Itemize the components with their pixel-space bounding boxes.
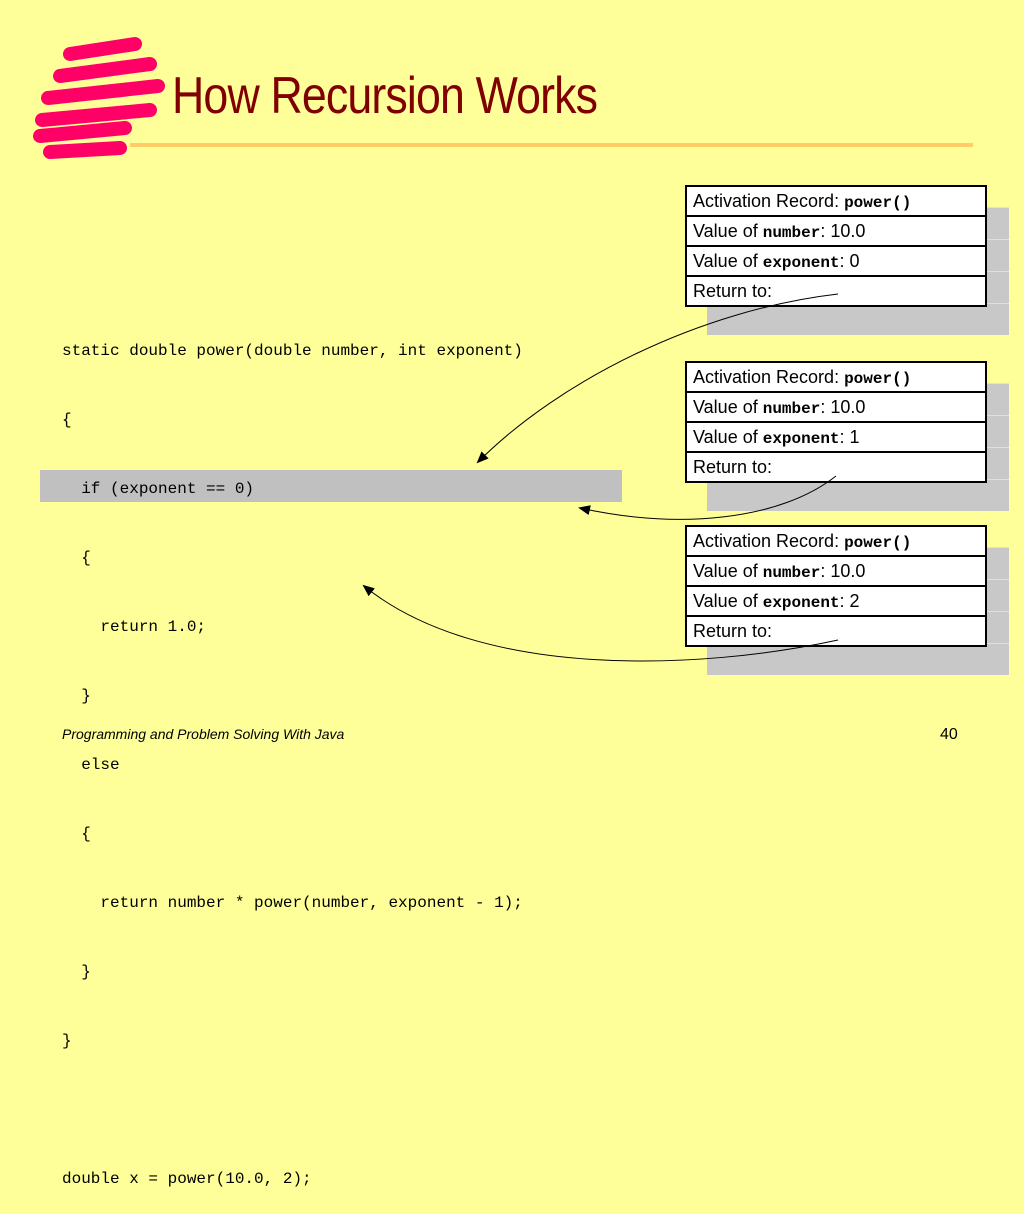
- page-title: How Recursion Works: [172, 67, 598, 125]
- var-name: exponent: [762, 429, 840, 448]
- return-arrows: [362, 293, 839, 662]
- code-line: {: [62, 549, 91, 567]
- scribble-logo-icon: [33, 37, 165, 159]
- return-arrow-2: [362, 584, 839, 662]
- var-name: number: [762, 399, 821, 418]
- ar-number-row: Value of number: 10.0: [685, 555, 987, 587]
- ar-exponent-row: Value of exponent: 0: [685, 245, 987, 277]
- activation-record-exponent-2: Activation Record: power() Value of numb…: [685, 525, 1009, 675]
- return-arrow-0: [476, 293, 839, 464]
- ar-header: Activation Record: power(): [685, 525, 987, 557]
- function-name: power(): [844, 369, 912, 388]
- code-line: }: [62, 963, 91, 981]
- ar-return-row: Return to:: [685, 451, 987, 483]
- activation-record-exponent-1: Activation Record: power() Value of numb…: [685, 361, 1009, 511]
- var-name: exponent: [762, 253, 840, 272]
- function-name: power(): [844, 533, 912, 552]
- ar-number-row: Value of number: 10.0: [685, 391, 987, 423]
- ar-header: Activation Record: power(): [685, 361, 987, 393]
- code-line: static double power(double number, int e…: [62, 342, 523, 360]
- code-line: {: [62, 825, 91, 843]
- var-name: exponent: [762, 593, 840, 612]
- function-name: power(): [844, 193, 912, 212]
- code-line: [62, 1099, 523, 1122]
- activation-record-exponent-0: Activation Record: power() Value of numb…: [685, 185, 1009, 335]
- highlighted-line-background: [40, 470, 622, 502]
- code-line-highlighted: return number * power(number, exponent -…: [62, 894, 523, 912]
- activation-record-table: Activation Record: power() Value of numb…: [685, 361, 987, 483]
- code-line: }: [62, 687, 91, 705]
- ar-exponent-row: Value of exponent: 1: [685, 421, 987, 453]
- code-line: double x = power(10.0, 2);: [62, 1170, 312, 1188]
- var-name: number: [762, 223, 821, 242]
- code-line: }: [62, 1032, 72, 1050]
- code-line: {: [62, 411, 72, 429]
- ar-header: Activation Record: power(): [685, 185, 987, 217]
- ar-return-row: Return to:: [685, 275, 987, 307]
- activation-record-table: Activation Record: power() Value of numb…: [685, 525, 987, 647]
- code-line: if (exponent == 0): [62, 480, 255, 498]
- ar-exponent-row: Value of exponent: 2: [685, 585, 987, 617]
- footer-text: Programming and Problem Solving With Jav…: [62, 726, 345, 742]
- ar-return-row: Return to:: [685, 615, 987, 647]
- title-divider: [130, 143, 973, 147]
- return-arrow-1: [578, 475, 837, 520]
- var-name: number: [762, 563, 821, 582]
- activation-record-table: Activation Record: power() Value of numb…: [685, 185, 987, 307]
- code-line: return 1.0;: [62, 618, 207, 636]
- page-number: 40: [940, 726, 958, 743]
- ar-number-row: Value of number: 10.0: [685, 215, 987, 247]
